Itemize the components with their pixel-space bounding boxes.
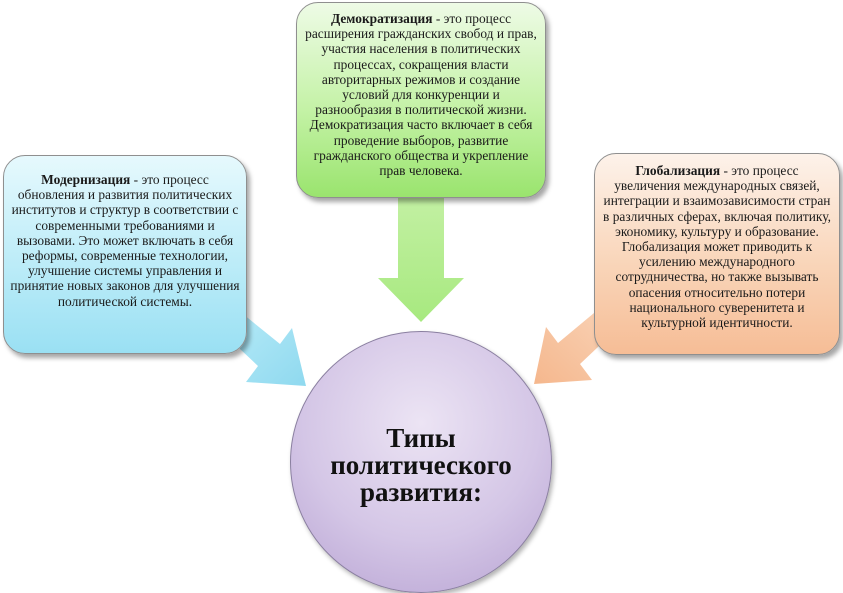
arrow-down-green: [378, 196, 464, 322]
center-circle: Типы политического развития:: [290, 331, 552, 593]
modernization-box: Модернизация - это процесс обновления и …: [3, 155, 247, 354]
modernization-term: Модернизация: [41, 172, 131, 187]
democratization-text: - это процесс расширения гражданских сво…: [305, 11, 537, 179]
globalization-box: Глобализация - это процесс увеличения ме…: [594, 153, 840, 355]
globalization-text: - это процесс увеличения международных с…: [603, 163, 831, 331]
globalization-term: Глобализация: [635, 163, 721, 178]
center-title: Типы политического развития:: [330, 422, 512, 507]
democratization-term: Демократизация: [330, 11, 433, 26]
modernization-text: - это процесс обновления и развития поли…: [10, 172, 240, 309]
democratization-box: Демократизация - это процесс расширения …: [296, 2, 546, 198]
